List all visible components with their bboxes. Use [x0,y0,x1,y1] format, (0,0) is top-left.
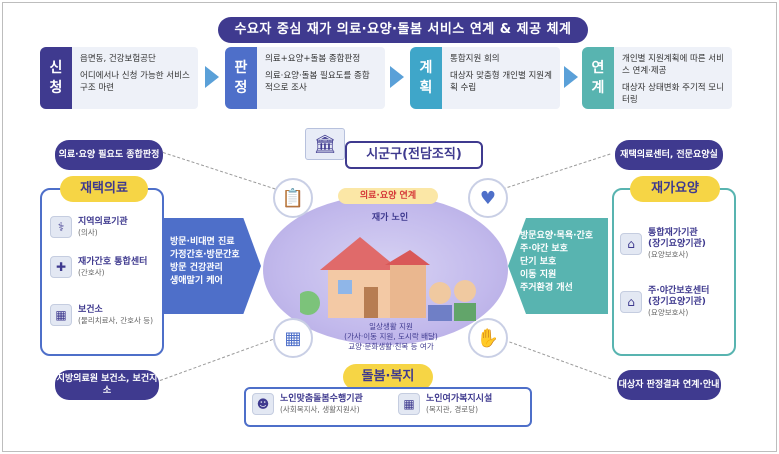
step-judge-line1: 의료+요양+돌봄 종합판정 [265,54,361,64]
org-title: 시군구(전담조직) [345,141,483,169]
home-care-arrow [508,218,608,314]
item-integrated-care: ⌂ 통합재가기관(장기요양기관)(요양보호사) [620,228,706,260]
house-illustration [300,237,476,321]
step-plan-line1: 통합지원 회의 [450,54,500,64]
city-hall-icon: 🏛 [305,128,345,160]
item-health-center: ▦ 보건소(물리치료사, 간호사 등) [50,304,160,326]
building-icon: ▦ [273,318,313,358]
link-label: 의료·요양 연계 [338,188,438,204]
building-icon: ▦ [50,304,72,326]
step-link-line2: 대상자 상태변화 주기적 모니터링 [622,83,724,105]
step-apply-body: 읍면동, 건강보험공단 어디에서나 신청 가능한 서비스 구조 마련 [72,47,198,109]
step-arrow-icon [390,66,404,88]
welfare-panel [244,387,532,427]
home-medical-services: 방문·비대면 진료 가정간호·방문간호 방문 건강관리 생애말기 케어 [170,237,240,286]
step-arrow-icon [205,66,219,88]
home-medical-head: 재택의료 [60,176,148,202]
home-medical-arrow [163,218,261,314]
hands-icon: ✋ [468,318,508,358]
home-care-panel [612,188,736,356]
people-icon: ☻ [252,393,274,415]
step-link-body: 개인별 지원계획에 따른 서비스 연계·제공 대상자 상태변화 주기적 모니터링 [614,47,732,109]
diagram-title: 수요자 중심 재가 의료·요양·돌봄 서비스 연계 & 제공 체계 [218,17,588,43]
step-judge-line2: 의료·요양·돌봄 필요도를 종합적으로 조사 [265,71,370,93]
item-nursing-center: ✚ 재가간호 통합센터(간호사) [50,256,148,278]
doctor-icon: ⚕ [50,216,72,238]
welfare-head: 돌봄·복지 [343,364,433,390]
home-care-head: 재가요양 [630,176,720,202]
item-leisure-facility: ▦ 노인여가복지시설(복지관, 경로당) [398,393,492,415]
building-icon: ▦ [398,393,420,415]
caregiver-icon: ♥ [468,178,508,218]
house-icon: ⌂ [620,233,642,255]
step-plan-body: 통합지원 회의 대상자 맞춤형 개인별 지원계획 수립 [442,47,560,109]
support-text: 일상생활 지원 (가사·이동 지원, 도시락 배달) 교양·문화생활·친목 등 … [344,322,438,351]
step-apply-line2: 어디에서나 신청 가능한 서비스 구조 마련 [80,71,190,93]
person-label: 재가 노인 [371,213,409,223]
pill-need-judgement: 의료·요양 필요도 종합판정 [55,140,163,170]
item-custom-care: ☻ 노인맞춤돌봄수행기관(사회복지사, 생활지원사) [252,393,363,415]
nurse-building-icon: ✚ [50,256,72,278]
step-plan-line2: 대상자 맞춤형 개인별 지원계획 수립 [450,71,552,93]
house-icon: ⌂ [620,291,642,313]
step-link-line1: 개인별 지원계획에 따른 서비스 연계·제공 [622,54,724,76]
step-judge-body: 의료+요양+돌봄 종합판정 의료·요양·돌봄 필요도를 종합적으로 조사 [257,47,385,109]
document-icon: 📋 [273,178,313,218]
home-care-services: 방문요양·목욕·간호 주·야간 보호 단기 보호 이동 지원 주거환경 개선 [520,231,594,293]
pill-public-health: 지방의료원 보건소, 보건지소 [55,370,159,400]
step-apply-line1: 읍면동, 건강보험공단 [80,54,156,64]
pill-home-medical-center: 재택의료센터, 전문요양실 [615,140,723,170]
item-local-clinic: ⚕ 지역의료기관(의사) [50,216,128,238]
item-daycare-center: ⌂ 주·야간보호센터(장기요양기관)(요양보호사) [620,286,709,318]
pill-result-guidance: 대상자 판정결과 연계·안내 [617,370,721,400]
step-arrow-icon [564,66,578,88]
